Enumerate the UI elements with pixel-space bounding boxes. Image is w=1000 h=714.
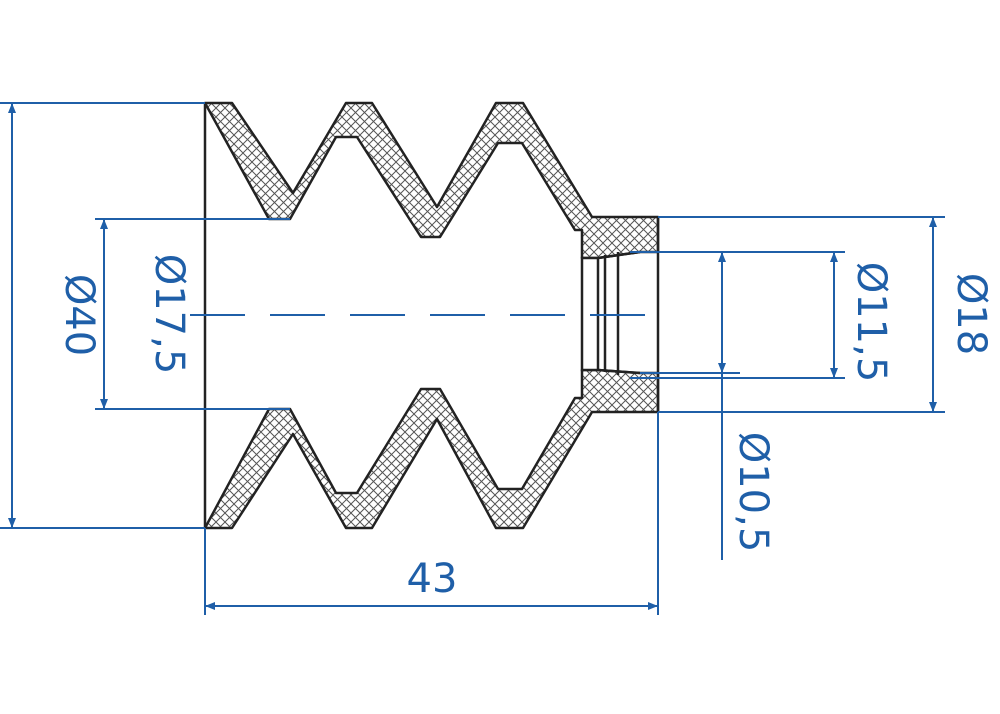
dimension-label: Ø40: [56, 274, 102, 356]
neck-bore-bottom: [597, 368, 641, 375]
dim-neck-diameter-outer: Ø18: [658, 216, 994, 413]
dim-outer-diameter: Ø40: [0, 102, 205, 529]
dim-inner-bore-diameter: Ø17,5: [95, 218, 290, 410]
dim-neck-diameter-small: Ø11,5: [630, 251, 894, 383]
dimension-label: Ø18: [948, 273, 994, 355]
dimension-label: 43: [407, 556, 458, 602]
dimension-label: Ø11,5: [848, 262, 894, 383]
dimension-label: Ø10,5: [730, 432, 776, 553]
upper-wall-section: [203, 101, 660, 260]
dim-length: 43: [204, 412, 659, 615]
dim-groove-diameter: Ø10,5: [640, 251, 776, 560]
dimension-label: Ø17,5: [146, 254, 192, 375]
lower-wall-section: [203, 368, 660, 530]
